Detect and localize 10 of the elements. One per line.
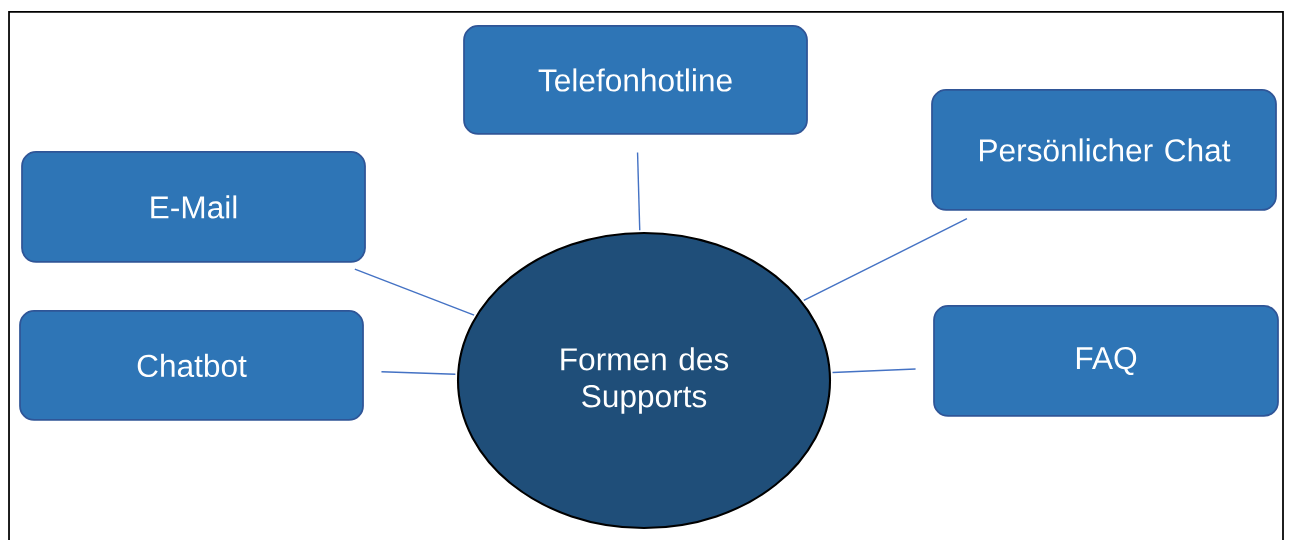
connector-line <box>803 218 968 302</box>
connector-line <box>380 371 457 375</box>
topic-box: FAQ <box>933 305 1279 417</box>
connector-line <box>831 368 917 374</box>
topic-box: Chatbot <box>19 310 364 421</box>
connector-line <box>636 151 641 231</box>
topic-box: Telefonhotline <box>463 25 808 135</box>
connector-line <box>354 268 475 316</box>
topic-box: Persönlicher Chat <box>931 89 1277 211</box>
topic-box: E-Mail <box>21 151 366 263</box>
